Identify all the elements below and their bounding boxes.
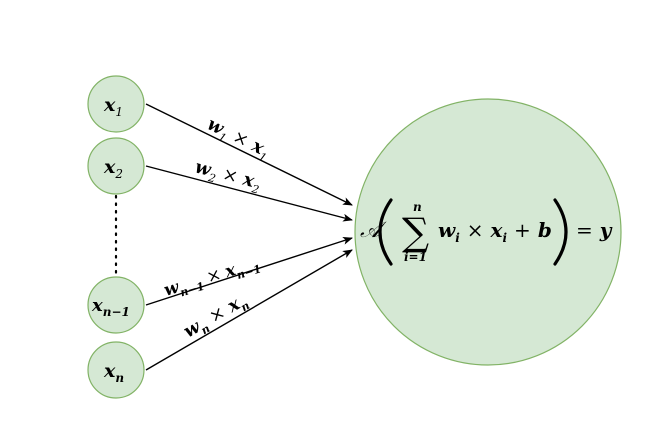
svg-text:wn−1×xn−1: wn−1×xn−1 bbox=[162, 253, 263, 304]
input-sub: n−1 bbox=[103, 305, 130, 319]
input-base: x bbox=[103, 94, 116, 116]
svg-text:xn−1: xn−1 bbox=[91, 295, 130, 319]
svg-text:w2×x2: w2×x2 bbox=[192, 157, 263, 197]
svg-text:wn×xn: wn×xn bbox=[180, 289, 252, 344]
input-base: x bbox=[103, 156, 116, 178]
right-paren bbox=[553, 198, 568, 266]
edge-label-n: wn×xn bbox=[180, 289, 252, 344]
edge-label-n-1: wn−1×xn−1 bbox=[162, 253, 263, 304]
svg-text:xn: xn bbox=[103, 360, 124, 385]
edge-xn bbox=[145, 249, 353, 371]
sum-lower: i=1 bbox=[404, 250, 427, 264]
input-base: x bbox=[103, 360, 116, 382]
edge-label-2: w2×x2 bbox=[192, 157, 263, 197]
input-node-x1: x1 bbox=[87, 75, 145, 133]
input-node-xn: xn bbox=[87, 341, 145, 399]
svg-text:x2: x2 bbox=[103, 156, 123, 181]
input-node-xn-1: xn−1 bbox=[87, 276, 145, 334]
edge-xn-1 bbox=[145, 236, 353, 306]
sum-symbol: ∑ bbox=[402, 210, 429, 254]
sum-upper: n bbox=[413, 200, 422, 214]
input-base: x bbox=[91, 295, 103, 316]
edge-label-1: w1×x1 bbox=[202, 114, 273, 165]
input-sub: 2 bbox=[114, 167, 123, 181]
input-node-x2: x2 bbox=[87, 137, 145, 195]
left-paren bbox=[378, 198, 393, 266]
edge-x1 bbox=[145, 103, 353, 206]
equals-output: =y bbox=[576, 218, 613, 242]
neuron-formula: wi×xi+b bbox=[438, 218, 552, 245]
input-sub: n bbox=[115, 371, 124, 385]
neuron-node: 𝒜 n ∑ i=1 wi×xi+b =y bbox=[354, 98, 622, 366]
svg-text:w1×x1: w1×x1 bbox=[202, 114, 273, 165]
input-sub: 1 bbox=[115, 105, 123, 119]
svg-text:x1: x1 bbox=[103, 94, 123, 119]
edge-x2 bbox=[145, 165, 353, 222]
